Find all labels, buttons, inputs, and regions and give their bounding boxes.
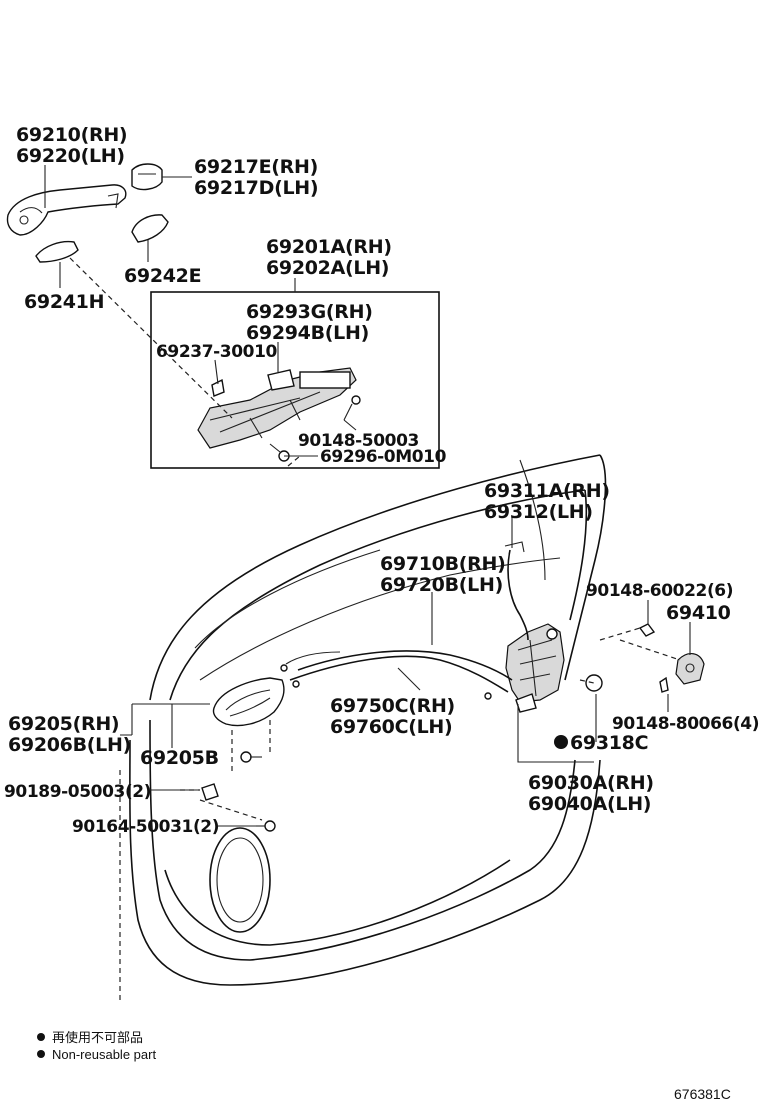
frame-bolt [343,395,361,421]
label-69760C: 69760C(LH) [330,716,452,738]
label-69040A: 69040A(LH) [528,793,651,815]
door-panel-outline [129,454,607,986]
label-69237: 69237-30010 [156,342,278,362]
clip [201,783,219,801]
frame-screw [211,378,225,397]
label-69202A: 69202A(LH) [266,257,389,279]
label-69312: 69312(LH) [484,501,593,523]
label-69220: 69220(LH) [16,145,125,167]
handle-cap [131,163,163,191]
label-69710B: 69710B(RH) [380,553,505,575]
lock-screw [638,623,656,637]
label-90148-50003: 90148-50003 [298,431,419,451]
striker-screw [659,676,669,693]
handle-frame [197,367,357,449]
legend-en: Non-reusable part [52,1047,156,1062]
label-69318C: 69318C [570,732,648,754]
legend-jp: 再使用不可部品 [52,1030,143,1045]
lock-cover [585,674,603,692]
non-reusable-part-marker [554,735,568,749]
label-69206B: 69206B(LH) [8,734,131,756]
legend-bullet-jp [37,1033,45,1041]
label-69410: 69410 [666,602,731,624]
lock-rod [504,541,529,641]
handle-pad-front [131,214,169,243]
label-69294B: 69294B(LH) [246,322,369,344]
assembly-lines [69,257,681,1000]
handle-pad-rear [35,240,79,263]
label-90148-80066: 90148-80066(4) [612,714,759,734]
callout-labels: 69210(RH) 69220(LH) 69217E(RH) 69217D(LH… [4,124,760,837]
frame-bolt-2 [269,443,290,462]
inside-handle [212,677,285,727]
striker [675,653,705,685]
lock-cables [280,650,513,700]
label-69201A: 69201A(RH) [266,236,392,258]
legend: 再使用不可部品 Non-reusable part [37,1030,156,1062]
legend-bullet-en [37,1050,45,1058]
label-90189: 90189-05003(2) [4,782,151,802]
label-90164: 90164-50031(2) [72,817,219,837]
label-69217E: 69217E(RH) [194,156,318,178]
leader-lines [44,165,691,827]
label-69311A: 69311A(RH) [484,480,610,502]
label-69293G: 69293G(RH) [246,301,373,323]
label-69205: 69205(RH) [8,713,119,735]
label-69030A: 69030A(RH) [528,772,654,794]
label-69217D: 69217D(LH) [194,177,318,199]
label-69750C: 69750C(RH) [330,695,455,717]
outside-handle [6,184,127,236]
label-90148-60022: 90148-60022(6) [586,581,733,601]
door-lock-assembly [505,623,565,713]
label-69720B: 69720B(LH) [380,574,503,596]
label-69205B: 69205B [140,747,219,769]
label-69242E: 69242E [124,265,201,287]
figure-id: 676381C [674,1086,731,1102]
label-69296: 69296-0M010 [320,447,447,467]
label-69210: 69210(RH) [16,124,127,146]
inside-handle-screw [240,751,262,763]
label-69241H: 69241H [24,291,104,313]
